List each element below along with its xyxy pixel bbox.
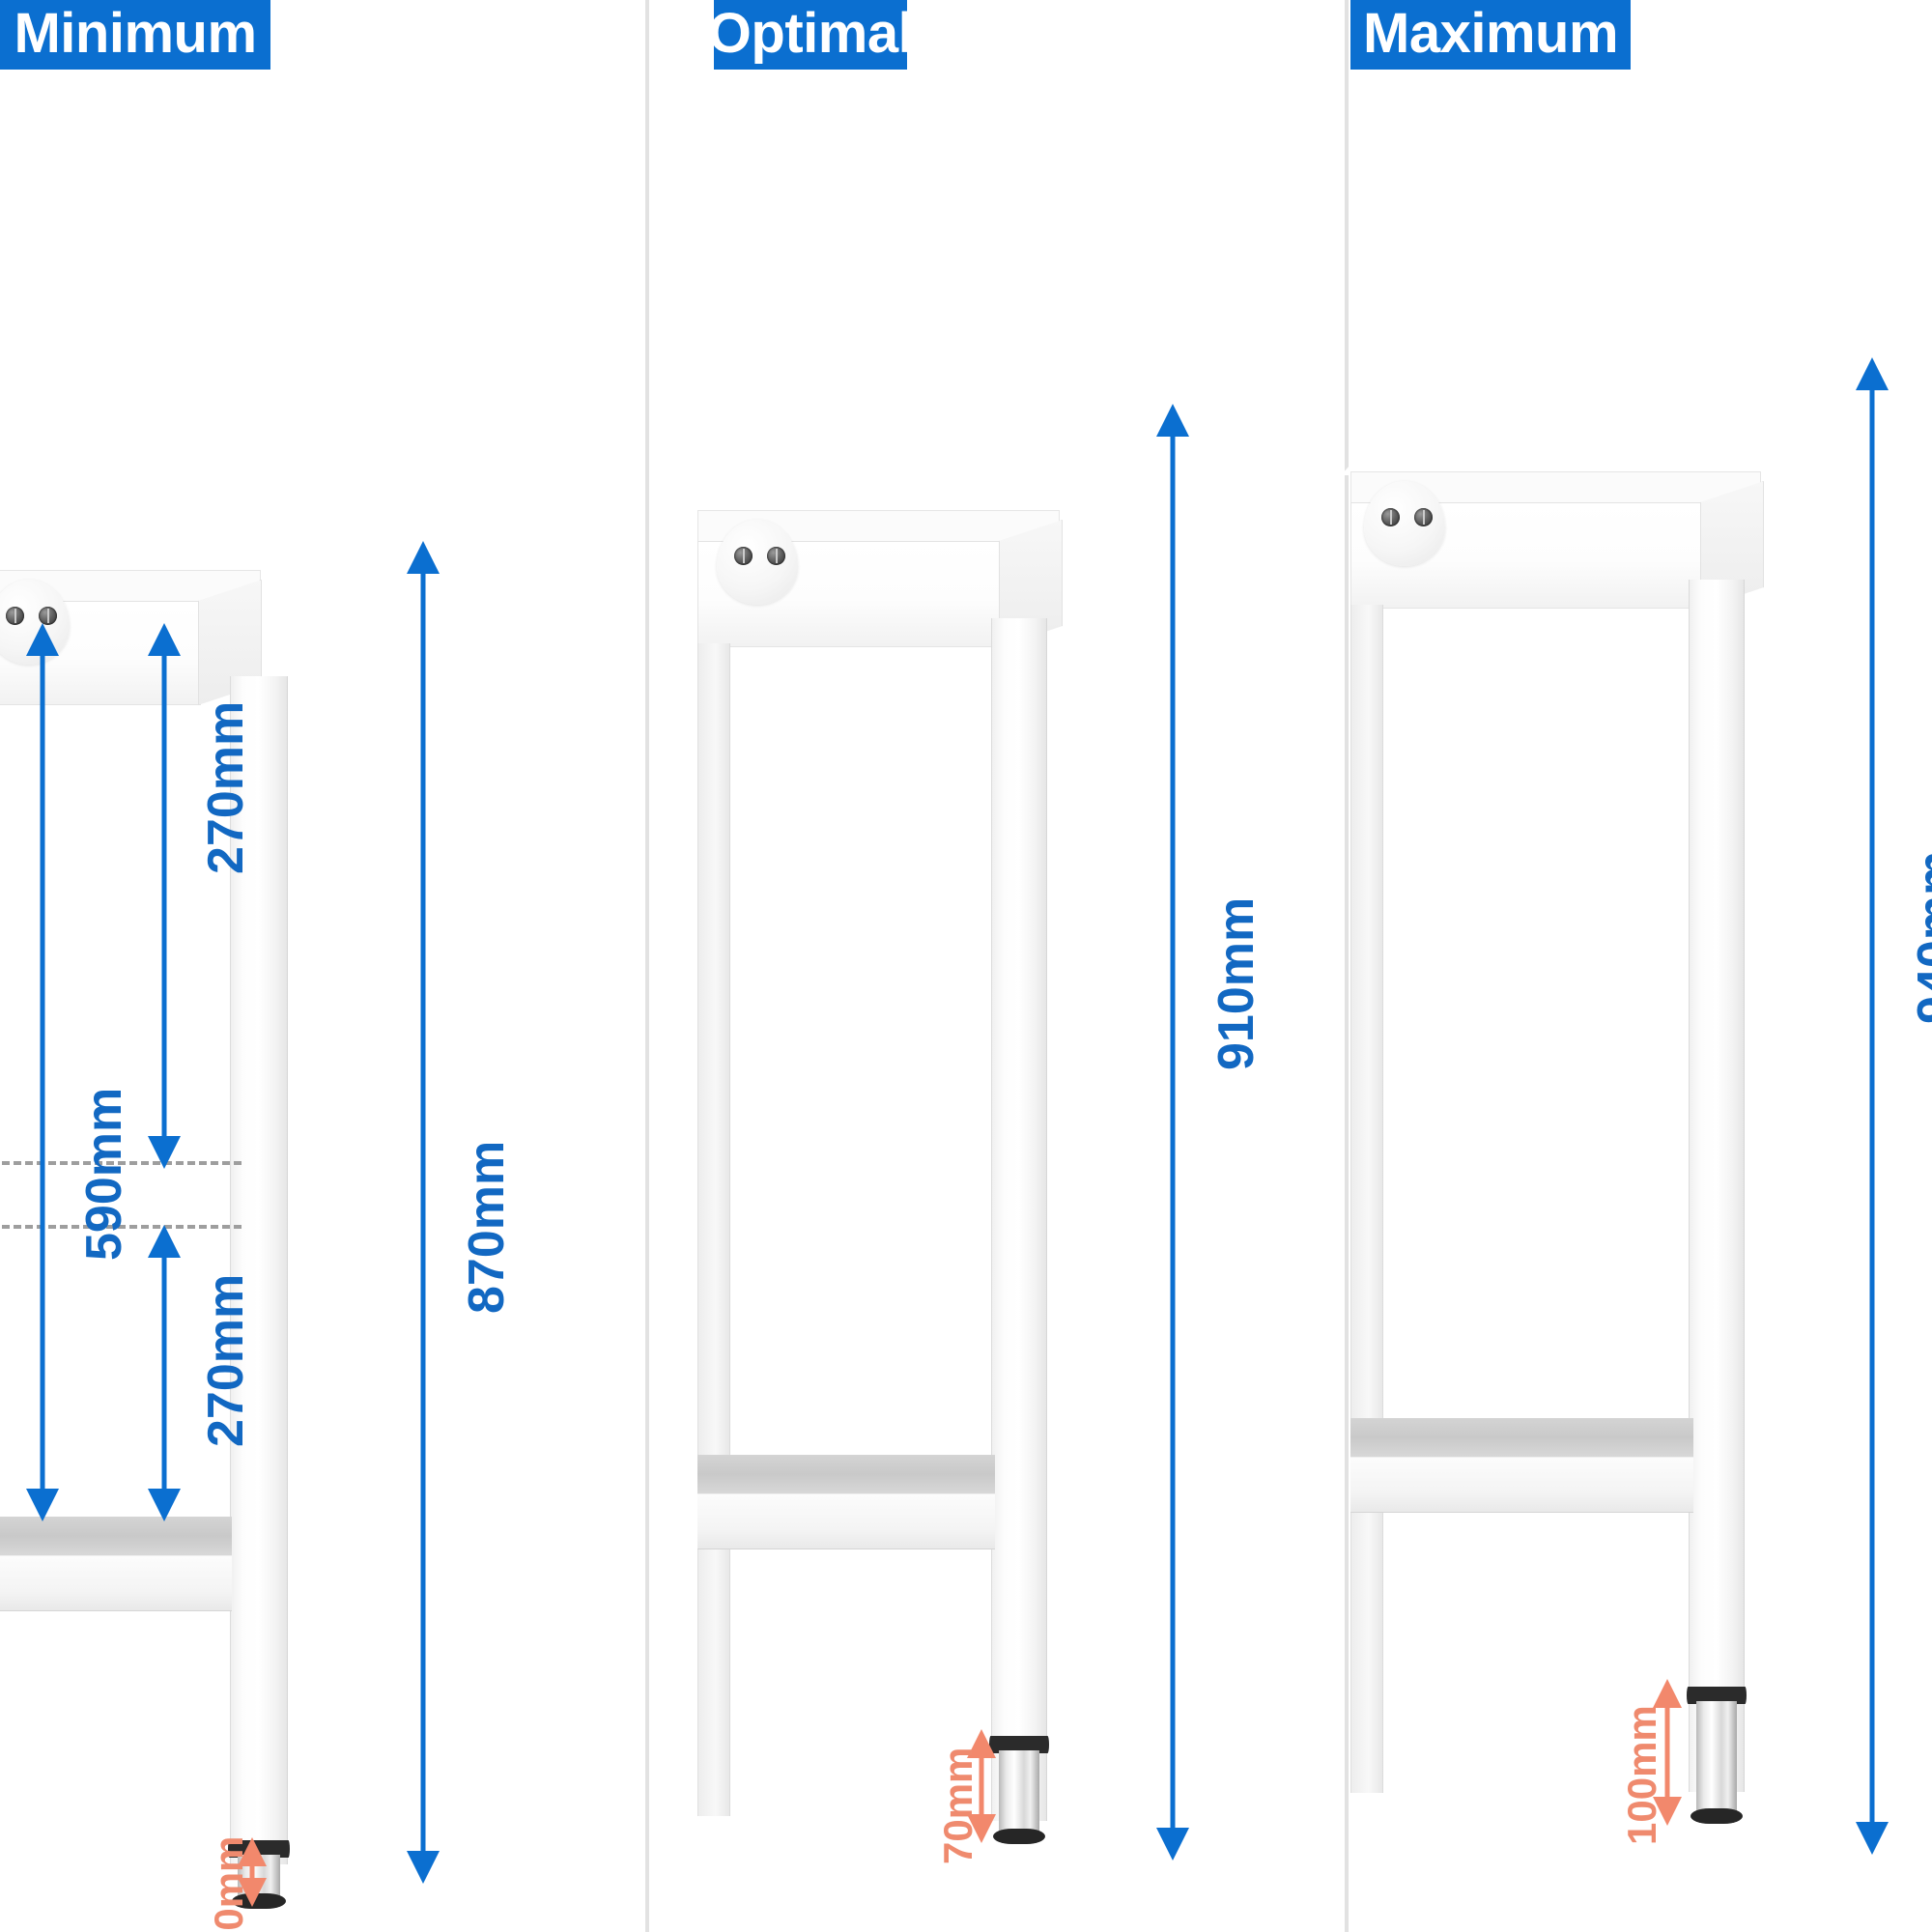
shelf-guide-line-lower-min (0, 1225, 242, 1229)
table-leg-rear-opt (697, 643, 730, 1816)
screw-icon (767, 547, 785, 565)
dimension-line (161, 1248, 167, 1498)
dimension-270mm-upper: 270mm (147, 623, 254, 1169)
panel-banner-maximum: Maximum (1350, 0, 1631, 70)
lower-shelf-top-max (1350, 1418, 1693, 1459)
screw-icon (6, 607, 24, 625)
mounting-bracket-max (1364, 481, 1445, 566)
dimension-line (1869, 381, 1875, 1401)
dimension-940mm-total: 940mm (1855, 357, 1932, 1401)
arrow-head-down-icon (1856, 1822, 1889, 1855)
foot-collar-opt (989, 1736, 1049, 1753)
dimension-label-590mm: 590mm (76, 1087, 132, 1261)
adjustable-foot-tube-max (1696, 1701, 1737, 1815)
table-leg-front-opt (991, 618, 1047, 1821)
dimension-270mm-lower: 270mm (147, 1225, 254, 1521)
foot-dimension-line (249, 1857, 255, 1888)
dimension-870mm-total: 870mm (406, 541, 515, 1884)
dimension-label-940mm: 940mm (1908, 850, 1932, 1024)
dimension-910mm-total: 910mm (1155, 404, 1264, 1426)
screw-icon (39, 607, 57, 625)
dimension-label-870mm: 870mm (459, 1140, 515, 1314)
arrow-head-down-icon (238, 1878, 267, 1907)
screw-icon (1381, 508, 1400, 526)
dimension-line (161, 646, 167, 1146)
shelf-guide-line-upper-min (0, 1161, 242, 1165)
panel-banner-minimum: Minimum (0, 0, 270, 70)
adjustable-foot-tube-opt (999, 1750, 1039, 1835)
panel-divider-2 (1345, 0, 1349, 1932)
arrow-head-down-icon (1653, 1797, 1682, 1826)
foot-dimension-label-30mm: 30mm (206, 1835, 251, 1932)
screw-icon (1414, 508, 1433, 526)
foot-dimension-30mm: 30mm (206, 1836, 268, 1932)
lower-shelf-face-opt (697, 1493, 995, 1549)
panel-banner-optimal: Optimal (708, 0, 914, 70)
lower-shelf-face-min (0, 1555, 232, 1611)
mounting-bracket-opt (717, 520, 798, 605)
lower-shelf-top-min (0, 1517, 232, 1557)
foot-dimension-line (1664, 1698, 1670, 1806)
dimension-590mm: 590mm (25, 623, 132, 1521)
arrow-head-down-icon (1156, 1828, 1189, 1861)
dimension-line (1170, 427, 1176, 1426)
foot-dimension-line (979, 1748, 984, 1824)
foot-dimension-label-70mm: 70mm (935, 1747, 980, 1864)
dimension-line (1170, 1426, 1176, 1837)
dimension-label-270mm-lower: 270mm (198, 1273, 254, 1447)
foot-dimension-70mm: 70mm (935, 1729, 997, 1864)
foot-pad-opt (993, 1829, 1045, 1844)
arrow-head-down-icon (148, 1136, 181, 1169)
arrow-head-down-icon (407, 1851, 440, 1884)
panel-divider-1 (645, 0, 649, 1932)
dimension-940mm-total-lower (1855, 1401, 1889, 1855)
dimension-910mm-total-lower (1155, 1426, 1190, 1861)
foot-pad-max (1690, 1808, 1743, 1824)
dimension-line (1869, 1401, 1875, 1832)
foot-collar-max (1687, 1687, 1747, 1704)
foot-dimension-100mm: 100mm (1619, 1679, 1683, 1845)
arrow-head-down-icon (148, 1489, 181, 1521)
screw-icon (734, 547, 753, 565)
dimension-label-910mm: 910mm (1208, 896, 1264, 1070)
dimension-line (40, 646, 45, 1498)
dimension-line (420, 564, 426, 1861)
dimension-label-270mm-upper: 270mm (198, 700, 254, 874)
table-leg-front-min (230, 676, 288, 1864)
arrow-head-down-icon (967, 1814, 996, 1843)
foot-dimension-label-100mm: 100mm (1619, 1705, 1664, 1845)
lower-shelf-face-max (1350, 1457, 1693, 1513)
lower-shelf-top-opt (697, 1455, 995, 1495)
table-leg-front-max (1689, 580, 1745, 1792)
arrow-head-down-icon (26, 1489, 59, 1521)
table-leg-rear-max (1350, 605, 1383, 1793)
